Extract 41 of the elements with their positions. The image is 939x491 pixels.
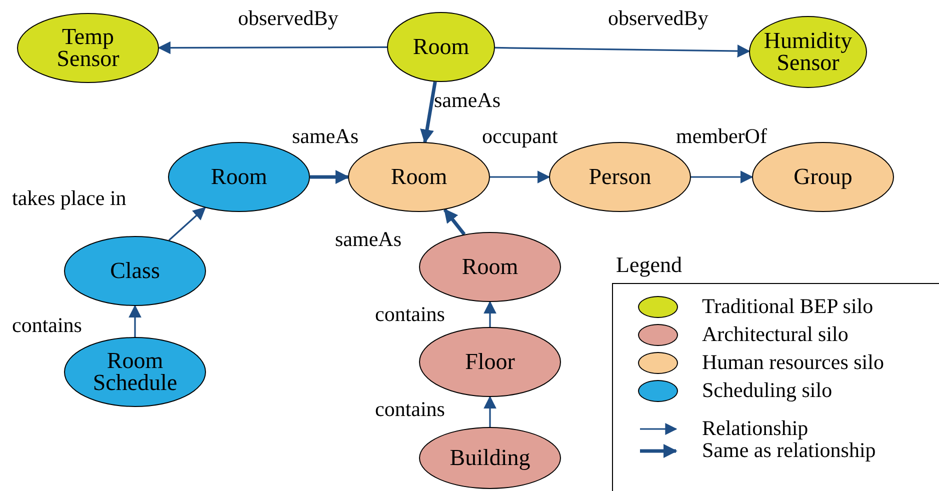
legend-title: Legend: [616, 253, 682, 277]
node-label: Temp Sensor: [56, 26, 120, 70]
edge-label: contains: [375, 397, 445, 421]
edge-label: memberOf: [676, 124, 767, 148]
arrow: [158, 41, 387, 54]
edge-label: contains: [12, 313, 82, 337]
edge-label: takes place in: [12, 186, 126, 210]
node-label: Room: [210, 166, 268, 188]
legend-label: Human resources silo: [702, 350, 884, 374]
node-label: Person: [588, 166, 652, 188]
node-label: Building: [448, 447, 532, 469]
legend-label: Architectural silo: [702, 322, 848, 346]
edge-label: occupant: [482, 124, 558, 148]
legend-label: Same as relationship: [702, 438, 876, 462]
arrow: [484, 396, 496, 427]
arrow: [443, 208, 466, 236]
arrow: [490, 170, 550, 184]
node-label: Class: [109, 260, 161, 282]
arrow: [494, 44, 750, 58]
node-label: Room: [460, 256, 520, 278]
arrow: [420, 82, 437, 144]
edge-label: sameAs: [434, 88, 500, 112]
edge-label: observedBy: [238, 6, 338, 30]
arrow: [484, 300, 496, 327]
edge-label: sameAs: [335, 227, 402, 251]
edge-label: contains: [375, 302, 445, 326]
node-label: Floor: [464, 351, 516, 373]
edge-label: sameAs: [292, 124, 358, 148]
arrow: [128, 304, 142, 337]
legend-label: Relationship: [702, 416, 808, 440]
node-label: Group: [792, 166, 854, 188]
edge-label: observedBy: [608, 6, 708, 30]
legend-label: Scheduling silo: [702, 378, 832, 402]
arrow: [168, 206, 206, 241]
legend-label: Traditional BEP silo: [702, 294, 874, 318]
arrow: [691, 170, 754, 184]
node-label: Humidity Sensor: [762, 30, 854, 74]
node-label: Room: [390, 166, 448, 188]
node-label: Room: [412, 36, 470, 58]
node-label: Room Schedule: [92, 350, 178, 394]
arrow: [310, 170, 350, 184]
